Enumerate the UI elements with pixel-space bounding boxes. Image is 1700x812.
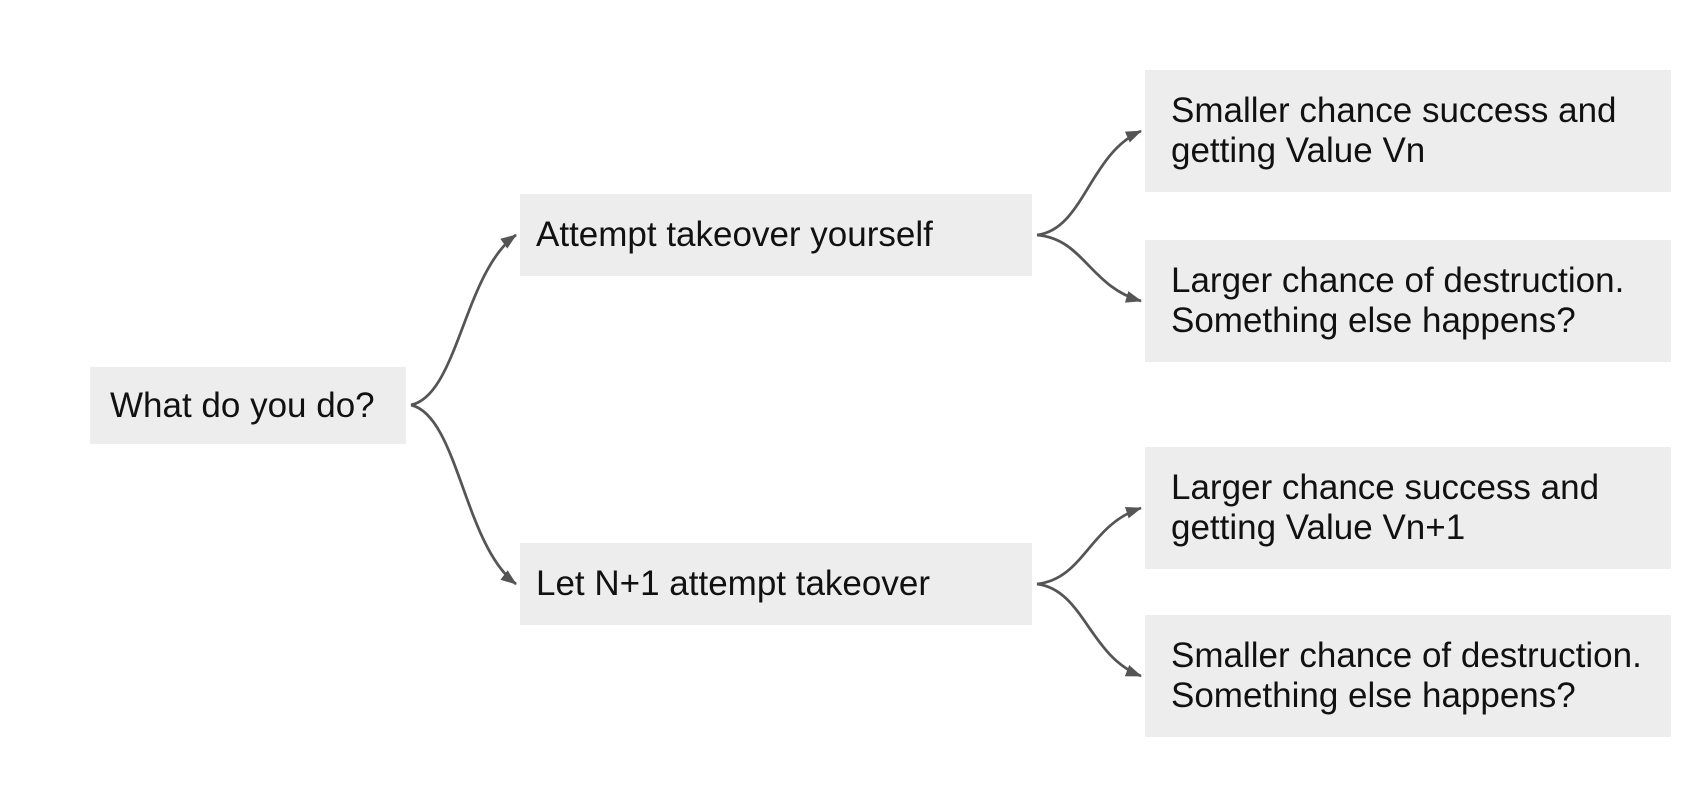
- leaf-node-smaller-chance-success: Smaller chance success and getting Value…: [1145, 70, 1671, 192]
- node-label-line: getting Value Vn: [1171, 131, 1426, 170]
- node-label-line: Smaller chance success and: [1171, 91, 1617, 130]
- node-label-line: Smaller chance of destruction.: [1171, 636, 1642, 675]
- node-label-line: Larger chance success and: [1171, 468, 1600, 507]
- node-label: What do you do?: [110, 385, 375, 425]
- leaf-node-smaller-chance-destruction: Smaller chance of destruction. Something…: [1145, 615, 1671, 737]
- branch-node-attempt-takeover-yourself: Attempt takeover yourself: [520, 194, 1032, 276]
- connector-root-to-attempt-yourself: [410, 233, 517, 407]
- node-label-line: getting Value Vn+1: [1171, 508, 1466, 547]
- connector-letn1-to-larger-success: [1036, 506, 1142, 586]
- root-node-what-do-you-do: What do you do?: [90, 367, 406, 444]
- node-label-line: Something else happens?: [1171, 301, 1576, 340]
- node-label-line: Larger chance of destruction.: [1171, 261, 1625, 300]
- leaf-node-larger-chance-destruction: Larger chance of destruction. Something …: [1145, 240, 1671, 362]
- node-label: Let N+1 attempt takeover: [536, 564, 930, 603]
- branch-node-let-n1-attempt-takeover: Let N+1 attempt takeover: [520, 543, 1032, 625]
- node-label: Attempt takeover yourself: [536, 215, 933, 254]
- connector-root-to-let-n1: [410, 403, 517, 586]
- connector-attempt-to-larger-destruction: [1036, 233, 1142, 303]
- connector-letn1-to-smaller-destruction: [1036, 582, 1142, 678]
- node-label-line: Something else happens?: [1171, 676, 1576, 715]
- leaf-node-larger-chance-success: Larger chance success and getting Value …: [1145, 447, 1671, 569]
- connector-attempt-to-smaller-success: [1036, 129, 1142, 237]
